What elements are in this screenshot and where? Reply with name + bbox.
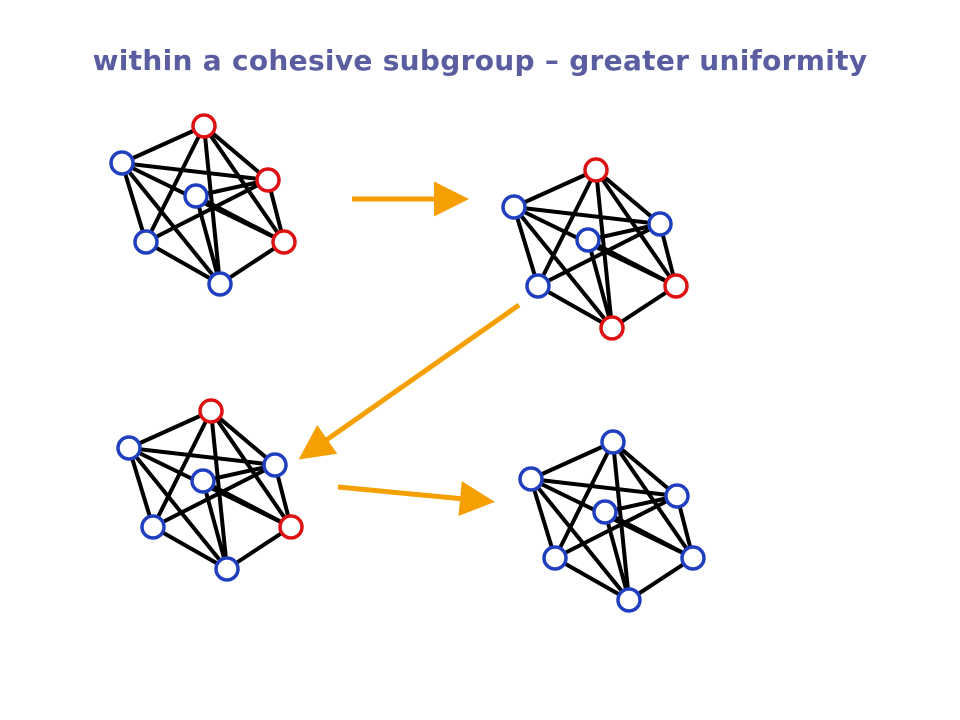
edge	[145, 240, 221, 286]
node-blue	[575, 227, 601, 253]
edge	[586, 239, 614, 329]
edge	[530, 440, 614, 481]
transition-arrows	[298, 181, 521, 517]
edge	[604, 510, 694, 560]
edge	[145, 178, 269, 244]
node-red	[599, 315, 625, 341]
node-blue	[140, 514, 166, 540]
node-red	[255, 167, 281, 193]
node-blue	[190, 468, 216, 494]
node-blue	[214, 556, 240, 582]
edge	[529, 478, 557, 559]
node-blue	[109, 150, 135, 176]
edge	[537, 284, 613, 330]
node-blue	[501, 194, 527, 220]
slide-title: within a cohesive subgroup – greater uni…	[92, 44, 868, 77]
node-blue	[207, 271, 233, 297]
node-blue	[664, 483, 690, 509]
edge	[201, 480, 229, 570]
edge	[529, 477, 631, 602]
edge	[603, 511, 631, 601]
arrow-stage3-to-stage4	[337, 481, 495, 517]
node-red	[198, 398, 224, 424]
edge	[225, 525, 293, 571]
edge	[594, 168, 662, 226]
edge	[218, 240, 286, 286]
edge	[553, 441, 615, 559]
edge	[151, 410, 213, 528]
edge	[202, 479, 292, 529]
node-blue	[183, 183, 209, 209]
node-blue	[592, 499, 618, 525]
node-red	[663, 273, 689, 299]
edge	[627, 556, 695, 602]
node-blue	[542, 545, 568, 571]
node-blue	[680, 545, 706, 571]
edge	[121, 124, 205, 165]
edge	[195, 194, 285, 244]
node-red	[191, 113, 217, 139]
network-stage-1	[109, 113, 297, 297]
node-red	[583, 157, 609, 183]
edge	[611, 440, 679, 498]
network-stage-4	[518, 429, 706, 613]
edge	[152, 525, 228, 571]
edge	[127, 447, 155, 528]
edge	[513, 168, 597, 209]
node-blue	[262, 452, 288, 478]
edge	[121, 161, 269, 182]
edge	[512, 205, 614, 330]
node-blue	[133, 229, 159, 255]
edge	[194, 195, 222, 285]
node-blue	[525, 273, 551, 299]
edge	[152, 463, 276, 529]
edge	[536, 169, 598, 287]
node-blue	[518, 466, 544, 492]
arrow-stage2-to-stage3	[298, 302, 521, 460]
edge	[554, 494, 678, 560]
node-blue	[616, 587, 642, 613]
edge	[128, 409, 212, 450]
edge	[587, 238, 677, 288]
edge	[120, 161, 222, 286]
node-red	[271, 229, 297, 255]
node-blue	[647, 211, 673, 237]
node-red	[278, 514, 304, 540]
edge	[554, 556, 630, 602]
edge	[209, 409, 277, 467]
edge	[537, 222, 661, 288]
edge	[513, 205, 661, 226]
edge	[610, 284, 678, 330]
node-blue	[600, 429, 626, 455]
network-stage-2	[501, 157, 689, 341]
edge	[127, 446, 229, 571]
networks	[109, 113, 706, 613]
edge	[512, 206, 540, 287]
edge	[120, 162, 148, 243]
edge	[530, 477, 678, 498]
node-blue	[116, 435, 142, 461]
edge	[202, 124, 270, 182]
edge	[128, 446, 276, 467]
network-stage-3	[116, 398, 304, 582]
edge	[144, 125, 206, 243]
